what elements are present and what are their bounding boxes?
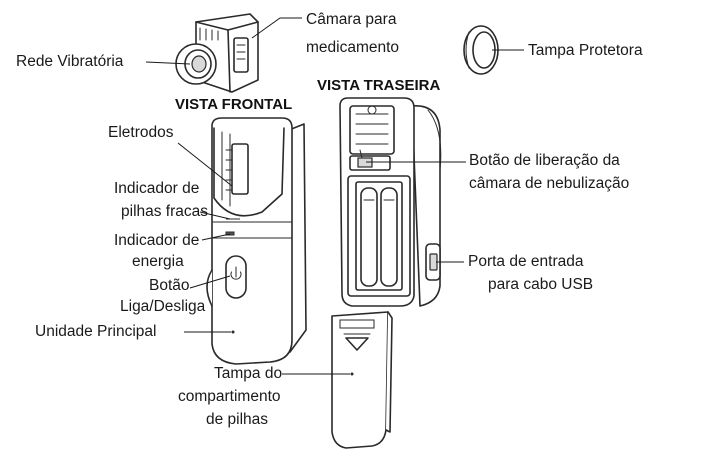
main-unit-rear — [339, 97, 442, 307]
label-power-button-1: Botão — [149, 277, 190, 294]
label-medication-chamber-1: Câmara para — [306, 11, 397, 28]
battery-cover — [331, 311, 393, 449]
label-medication-chamber-2: medicamento — [306, 39, 399, 56]
leader-vibrating-mesh — [145, 61, 191, 65]
label-protective-cap: Tampa Protetora — [528, 42, 643, 59]
label-usb-port-1: Porta de entrada — [468, 253, 584, 270]
heading-front-view: VISTA FRONTAL — [175, 96, 292, 113]
leader-medication-chamber — [251, 17, 302, 39]
heading-rear-view: VISTA TRASEIRA — [317, 77, 441, 94]
power-icon — [230, 266, 242, 280]
label-power-button-2: Liga/Desliga — [120, 298, 206, 315]
label-electrodes: Eletrodos — [108, 124, 174, 141]
label-power-indicator-1: Indicador de — [114, 232, 199, 249]
label-battery-cover-1: Tampa do — [214, 365, 282, 382]
main-unit-front — [206, 117, 307, 365]
label-main-unit: Unidade Principal — [35, 323, 157, 340]
down-arrow-icon — [345, 337, 369, 351]
leader-power-indicator — [201, 233, 231, 241]
label-power-indicator-2: energia — [132, 253, 184, 270]
leader-electrodes — [177, 142, 233, 187]
label-vibrating-mesh: Rede Vibratória — [16, 53, 124, 70]
leader-low-battery — [199, 211, 231, 220]
medication-chamber — [175, 13, 259, 93]
label-usb-port-2: para cabo USB — [488, 276, 593, 293]
leader-power-button — [189, 275, 231, 289]
label-release-button-2: câmara de nebulização — [469, 175, 629, 192]
label-low-battery-2: pilhas fracas — [121, 203, 208, 220]
label-low-battery-1: Indicador de — [114, 180, 199, 197]
label-release-button-1: Botão de liberação da — [469, 152, 620, 169]
label-battery-cover-2: compartimento — [178, 388, 281, 405]
label-battery-cover-3: de pilhas — [206, 411, 268, 428]
